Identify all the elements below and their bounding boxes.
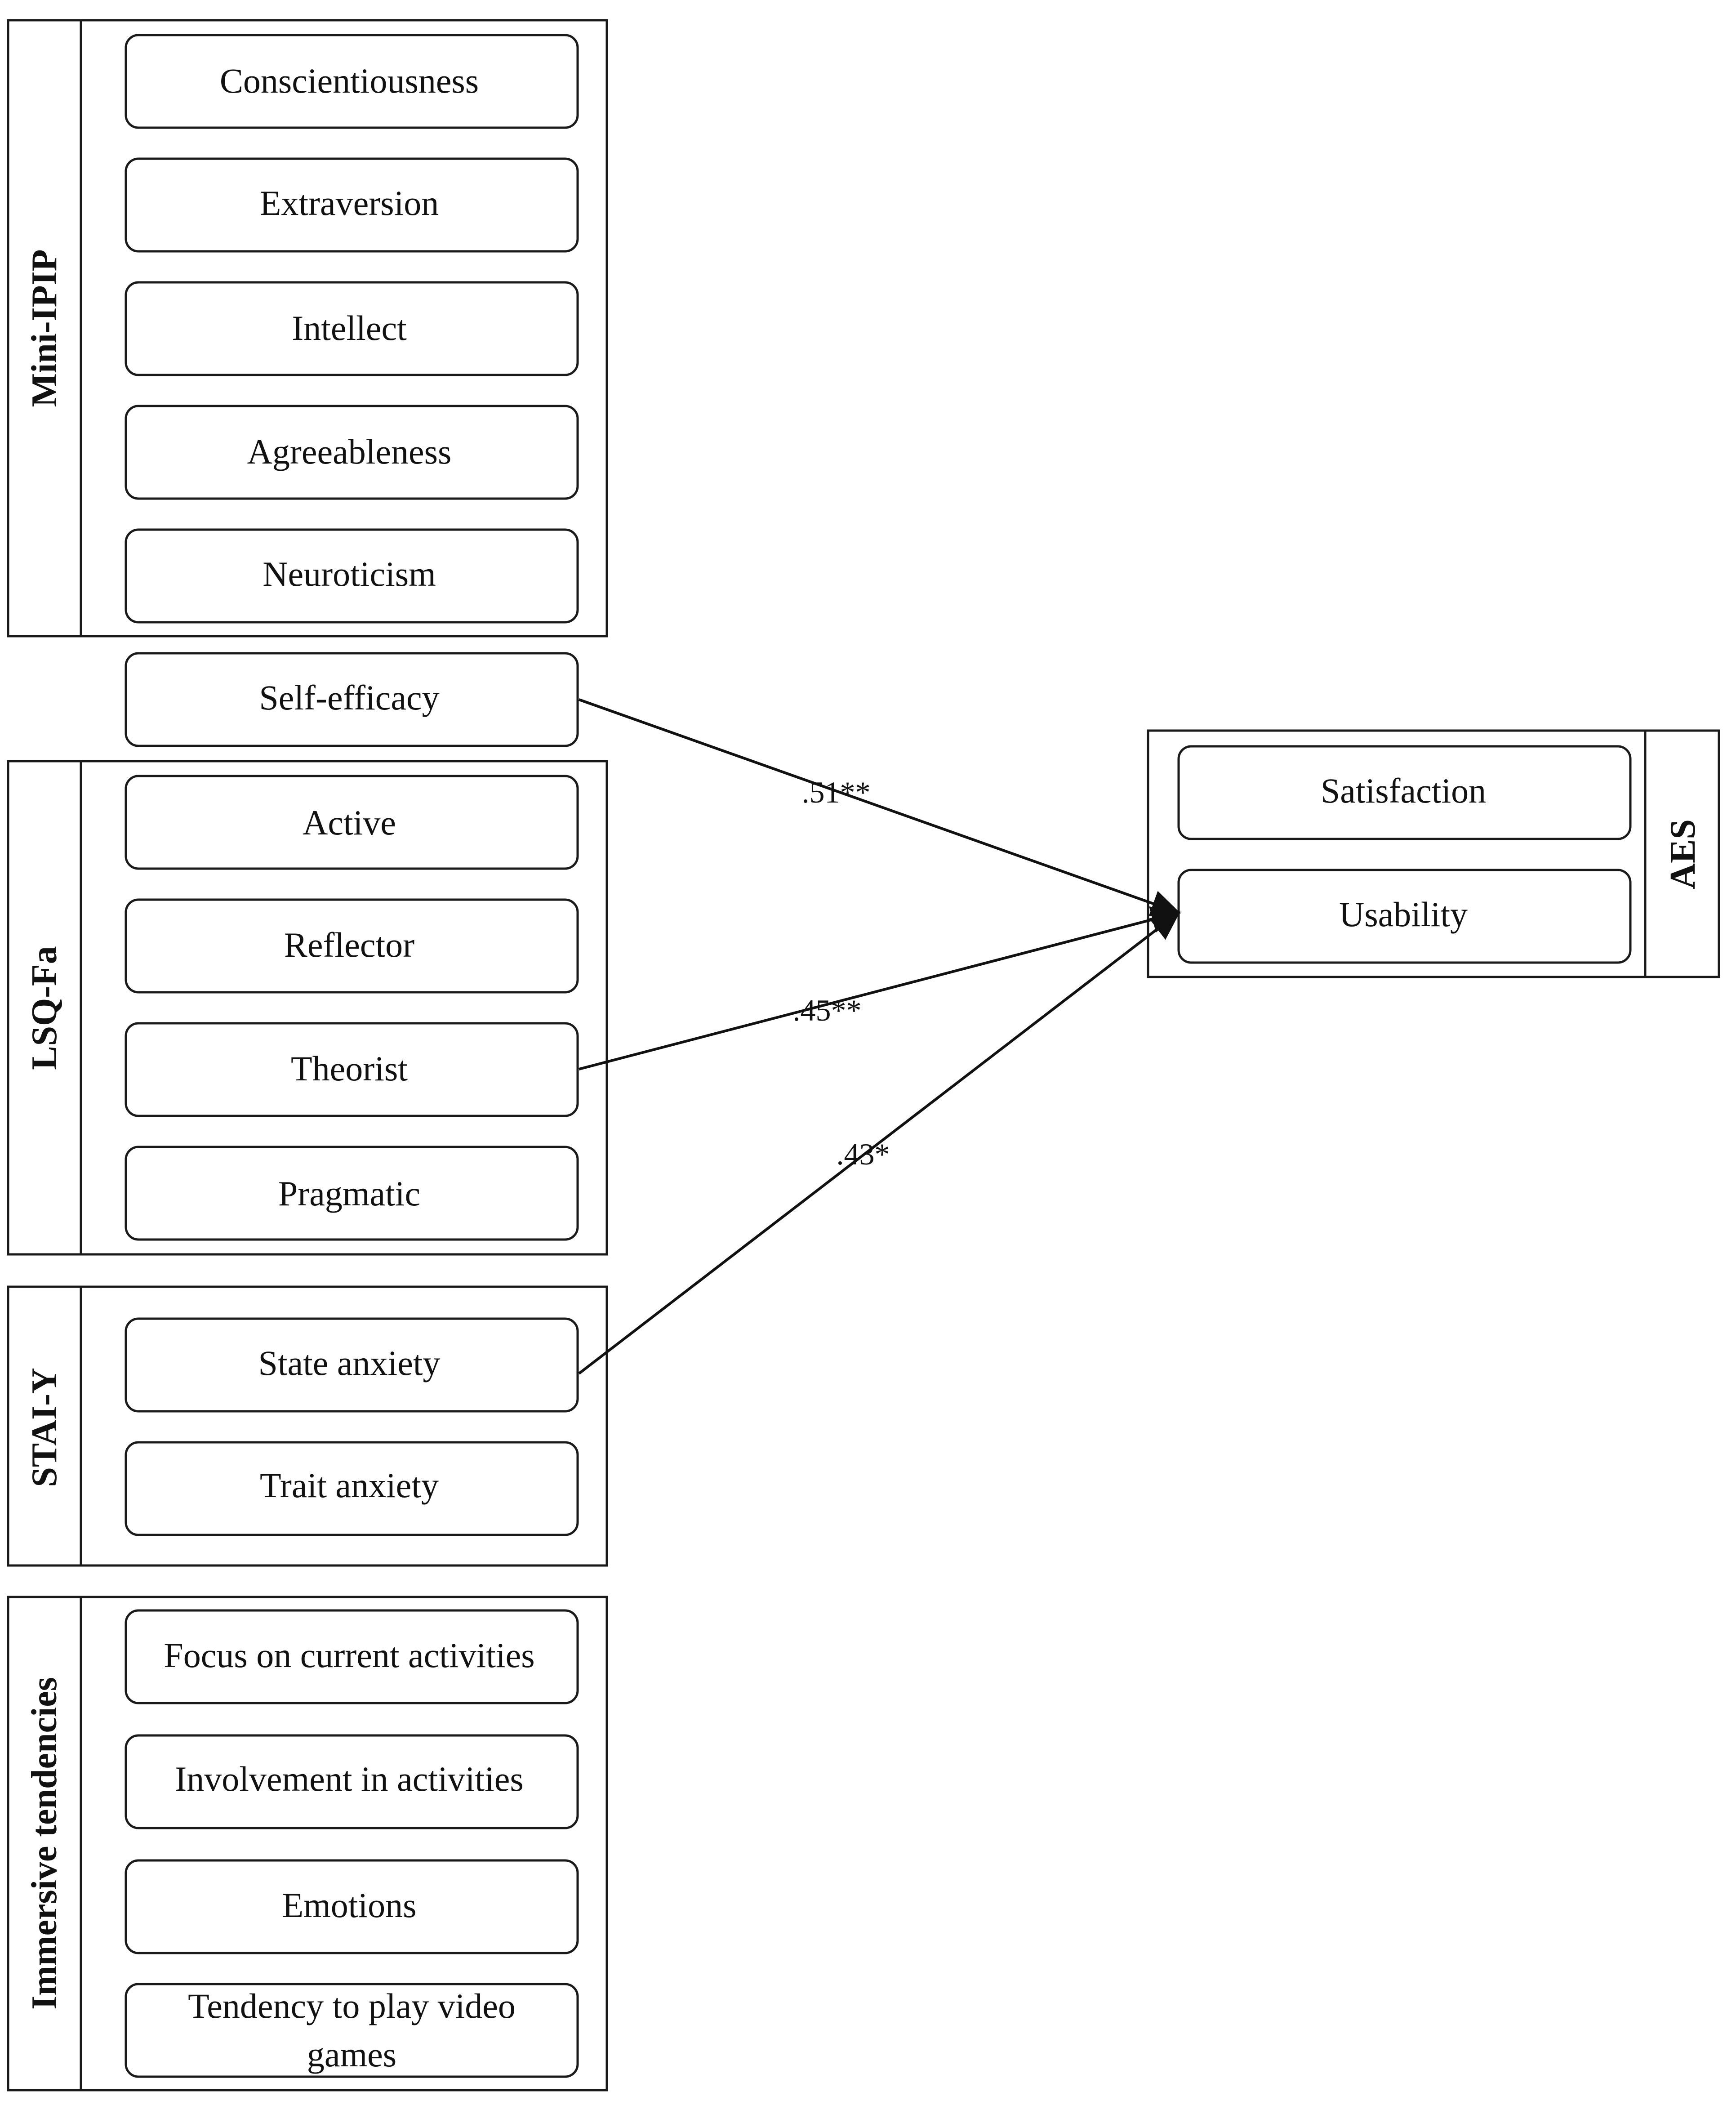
group-label-immersive: Immersive tendencies <box>25 1677 64 2010</box>
node-self-efficacy: Self-efficacy <box>125 652 579 747</box>
node-label: Reflector <box>284 925 414 964</box>
node-label: Tendency to play video games <box>188 1986 516 2074</box>
node-label: State anxiety <box>258 1343 440 1383</box>
node-extraversion: Extraversion <box>125 157 579 253</box>
node-label: Self-efficacy <box>259 678 439 717</box>
node-label: Focus on current activities <box>164 1636 534 1675</box>
node-label: Trait anxiety <box>260 1466 439 1505</box>
node-theorist: Theorist <box>125 1022 579 1117</box>
node-agreeableness: Agreeableness <box>125 405 579 500</box>
node-satisfaction: Satisfaction <box>1177 745 1632 840</box>
group-label-aes: AES <box>1663 819 1703 889</box>
node-label: Emotions <box>282 1886 416 1925</box>
group-label-mini-ipip: Mini-IPIP <box>25 249 64 407</box>
edge-label: .45** <box>793 993 862 1027</box>
group-stai-y: STAI-Y State anxiety Trait anxiety <box>7 1285 608 1567</box>
group-lsq-fa: LSQ-Fa Active Reflector Theorist Pragmat… <box>7 760 608 1256</box>
node-state-anxiety: State anxiety <box>125 1317 579 1413</box>
node-pragmatic: Pragmatic <box>125 1146 579 1241</box>
node-focus-current-activities: Focus on current activities <box>125 1609 579 1704</box>
node-label: Pragmatic <box>278 1174 420 1213</box>
edge-self-efficacy-to-aes: .51** <box>578 698 1181 917</box>
group-label-lsq-fa: LSQ-Fa <box>25 946 64 1070</box>
node-neuroticism: Neuroticism <box>125 528 579 624</box>
node-label: Theorist <box>291 1049 408 1088</box>
node-label: Usability <box>1339 895 1468 934</box>
edge-theorist-to-aes: .45** <box>579 906 1181 1070</box>
node-label: Satisfaction <box>1321 771 1486 810</box>
node-conscientiousness: Conscientiousness <box>125 34 579 129</box>
node-trait-anxiety: Trait anxiety <box>125 1441 579 1536</box>
node-involvement-activities: Involvement in activities <box>125 1734 579 1829</box>
group-mini-ipip: Mini-IPIP Conscientiousness Extraversion… <box>7 19 608 638</box>
node-usability: Usability <box>1177 869 1632 964</box>
edge-label: .51** <box>802 775 871 809</box>
group-label-stai-y: STAI-Y <box>25 1368 64 1487</box>
node-label: Conscientiousness <box>220 61 479 100</box>
node-reflector: Reflector <box>125 898 579 994</box>
node-emotions: Emotions <box>125 1859 579 1954</box>
node-label: Involvement in activities <box>175 1759 523 1798</box>
node-tendency-play-video-games: Tendency to play video games <box>125 1983 579 2078</box>
node-label: Agreeableness <box>247 432 452 471</box>
node-active: Active <box>125 775 579 870</box>
group-immersive-tendencies: Immersive tendencies Focus on current ac… <box>7 1596 608 2092</box>
group-aes: AES Satisfaction Usability <box>1147 729 1720 978</box>
edge-state-anxiety-to-aes: .43* <box>578 911 1180 1375</box>
edge-label: .43* <box>837 1137 890 1171</box>
node-label: Active <box>303 803 396 842</box>
node-label: Neuroticism <box>263 554 436 593</box>
node-label: Intellect <box>292 308 407 348</box>
node-intellect: Intellect <box>125 281 579 376</box>
node-label: Extraversion <box>260 183 439 223</box>
